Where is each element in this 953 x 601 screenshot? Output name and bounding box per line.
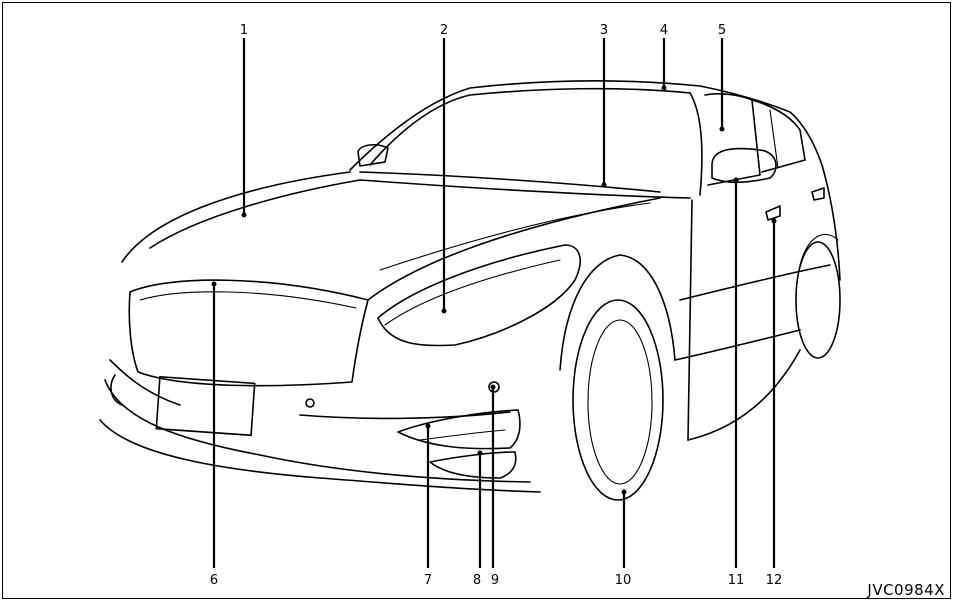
callout-11: 11 [728, 573, 745, 588]
callout-2: 2 [440, 23, 448, 38]
figure-code: JVC0984X [867, 581, 945, 599]
callout-10: 10 [615, 573, 632, 588]
callout-7: 7 [424, 573, 432, 588]
leader-lines [211, 38, 777, 568]
callout-1: 1 [240, 23, 248, 38]
callout-5: 5 [718, 23, 726, 38]
callout-labels: 1 2 3 4 5 6 7 8 9 10 11 12 [210, 23, 782, 588]
callout-9: 9 [491, 573, 499, 588]
callout-4: 4 [660, 23, 668, 38]
callout-8: 8 [473, 573, 481, 588]
callout-3: 3 [600, 23, 608, 38]
callout-12: 12 [766, 573, 783, 588]
callout-6: 6 [210, 573, 218, 588]
car-illustration [99, 80, 841, 501]
